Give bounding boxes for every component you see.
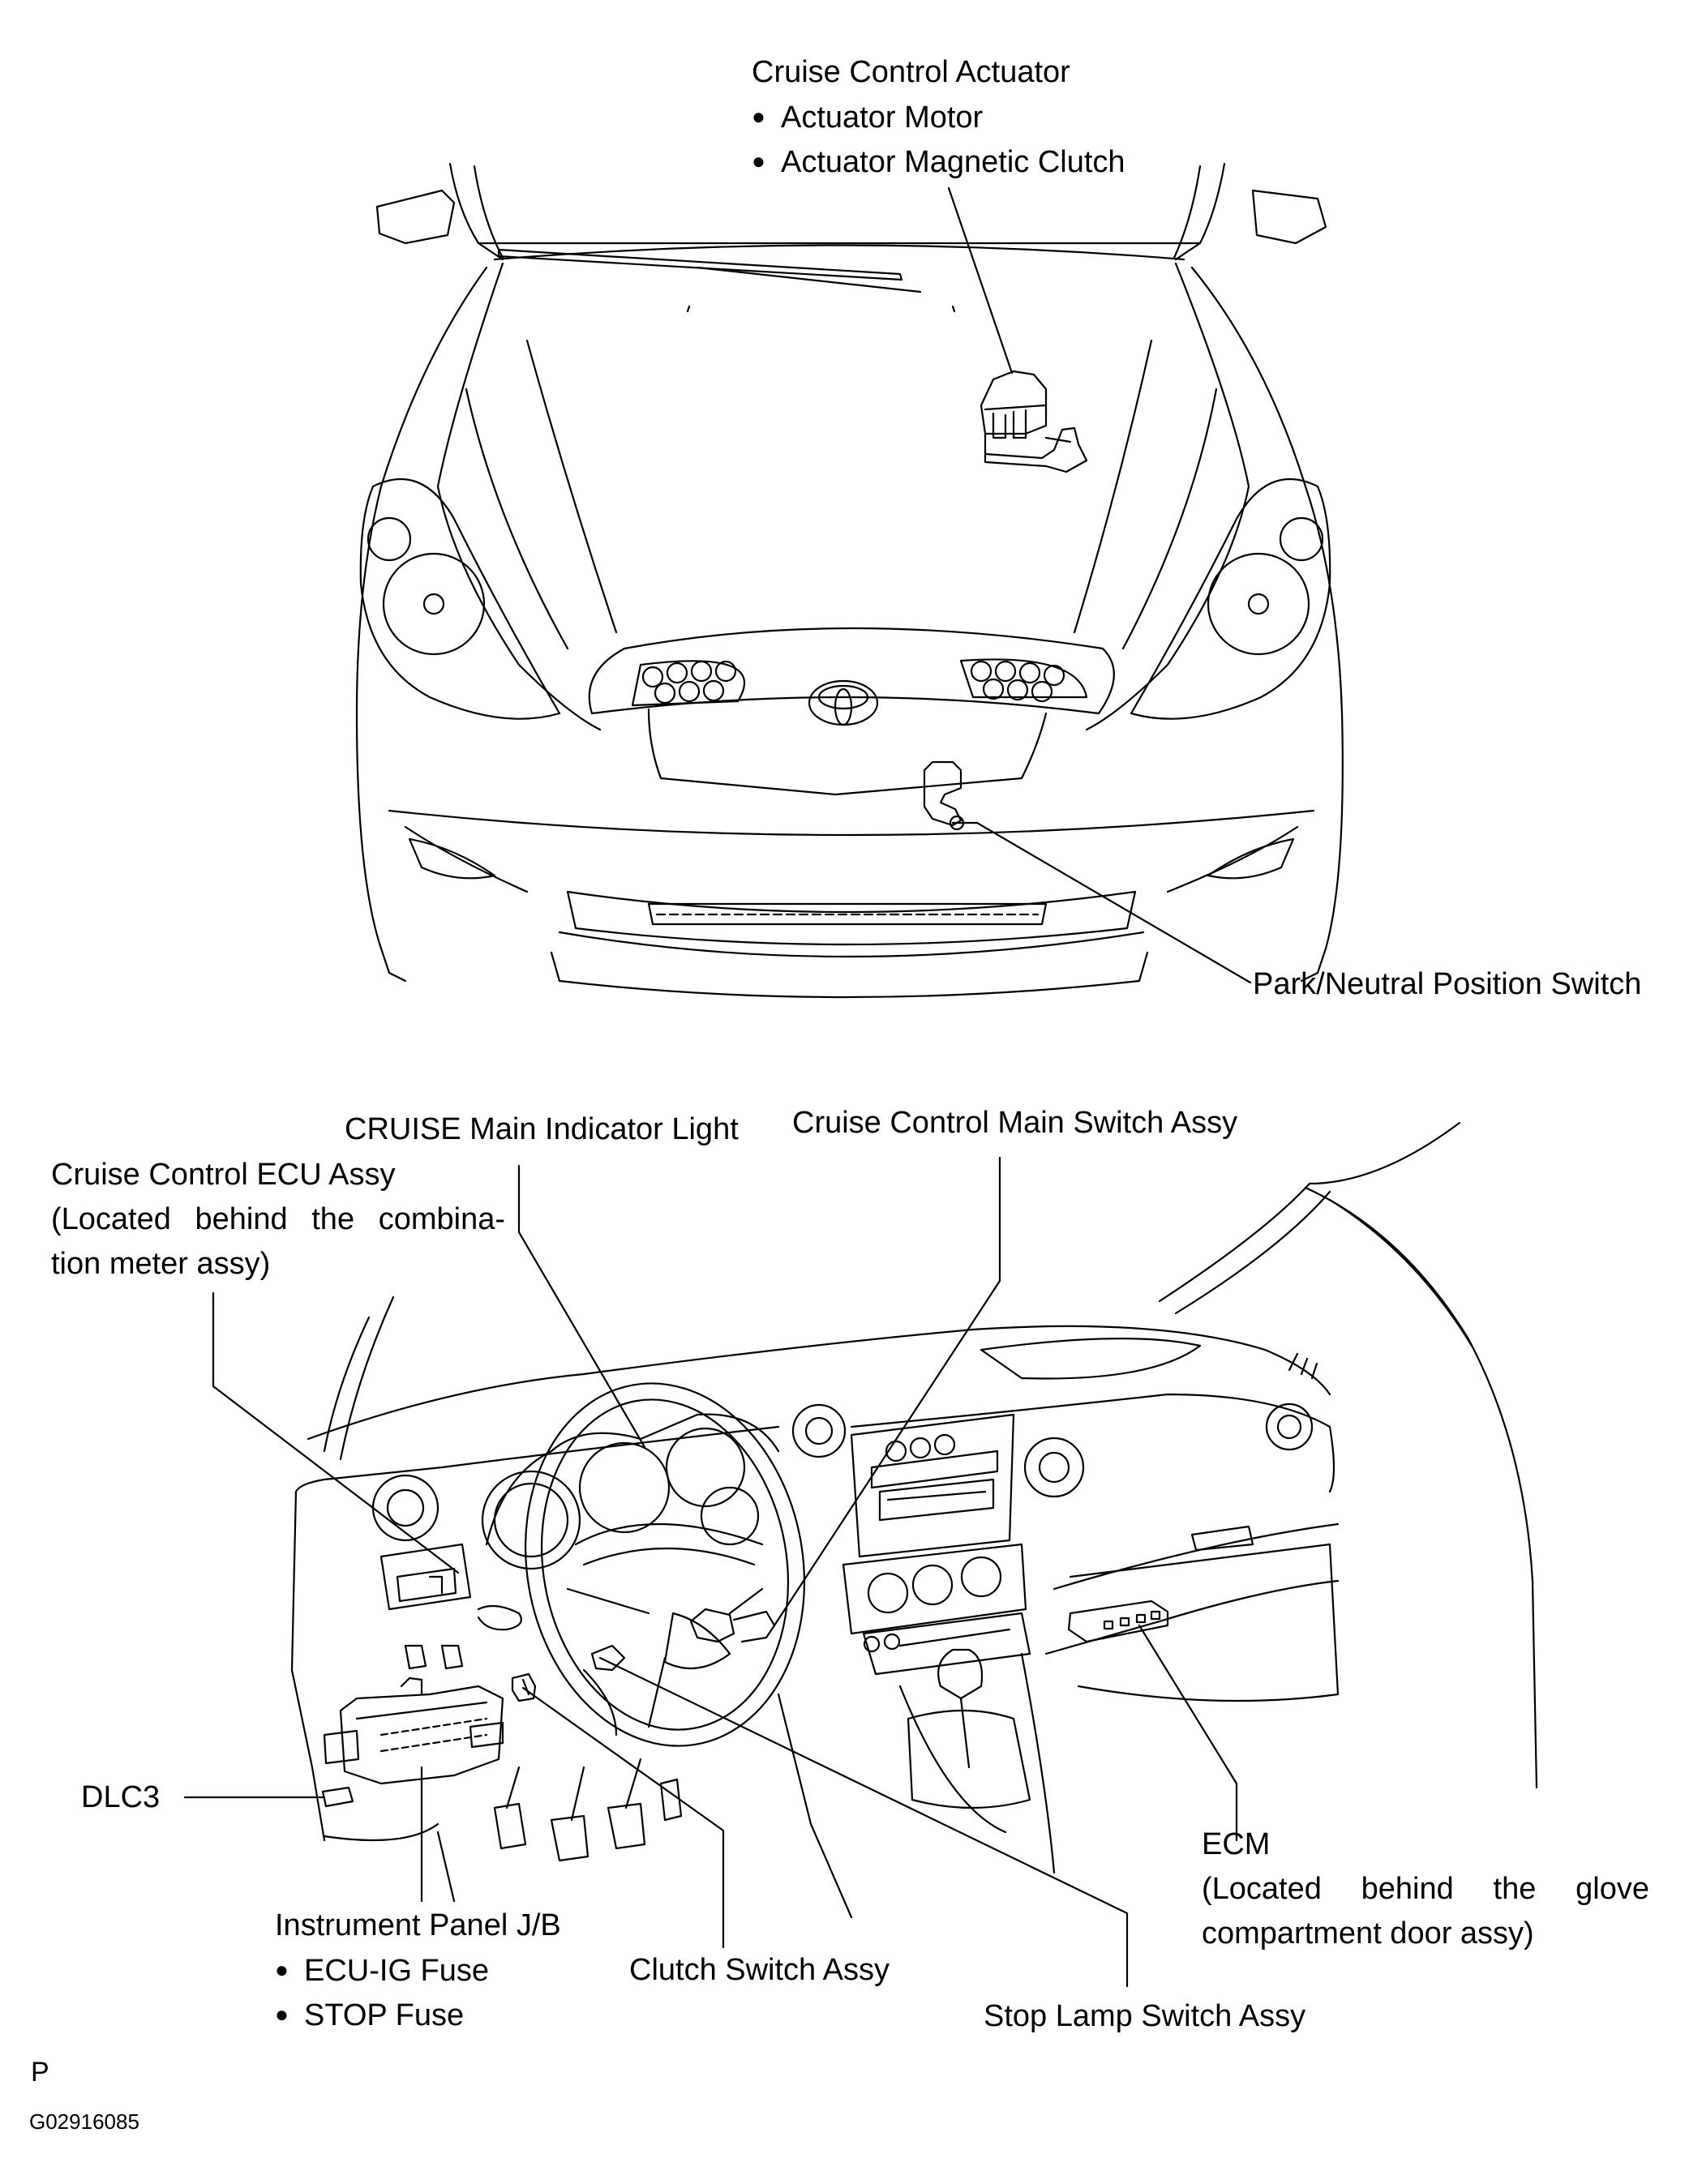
label-actuator-title: Cruise Control Actuator <box>752 55 1070 89</box>
center-stack <box>843 1415 1030 1674</box>
leader-clutch <box>523 1688 723 1947</box>
leader-pn-switch <box>977 823 1250 983</box>
steering-wheel <box>498 1361 833 1768</box>
label-ecm-note-2: compartment door assy) <box>1202 1916 1534 1951</box>
label-clutch-switch: Clutch Switch Assy <box>629 1953 890 1987</box>
label-jb-fuse-2: STOP Fuse <box>275 1993 464 2037</box>
combination-meter <box>482 1415 778 1569</box>
leader-stop-lamp <box>600 1658 1127 1986</box>
left-headlamp <box>361 479 559 719</box>
leader-jb-2 <box>438 1832 454 1901</box>
right-fog-lamp <box>1208 839 1293 878</box>
dlc3-part <box>323 1788 353 1806</box>
leader-cruise-indicator <box>519 1166 645 1447</box>
leader-actuator <box>949 188 1012 373</box>
label-main-switch: Cruise Control Main Switch Assy <box>792 1106 1238 1140</box>
leader-main-switch <box>774 1158 1000 1625</box>
label-ecu-title: Cruise Control ECU Assy <box>51 1158 396 1192</box>
label-ecm-title: ECM <box>1202 1827 1271 1861</box>
grille-mesh-left <box>643 662 735 703</box>
left-mirror <box>377 191 454 243</box>
main-switch-part <box>691 1609 774 1642</box>
label-ecu-note-2: tion meter assy) <box>51 1247 271 1281</box>
shift-lever <box>900 1650 1030 1832</box>
toyota-emblem <box>809 681 877 725</box>
cruise-actuator-part <box>981 371 1087 472</box>
ecm-part <box>1069 1601 1168 1642</box>
footer-figure-id: G02916085 <box>29 2109 139 2134</box>
label-dlc3: DLC3 <box>81 1780 161 1814</box>
left-fog-lamp <box>409 839 495 878</box>
right-mirror <box>1253 191 1326 243</box>
leader-ecu <box>213 1293 458 1573</box>
label-jb-title: Instrument Panel J/B <box>275 1908 561 1942</box>
label-jb-fuse-1: ECU-IG Fuse <box>275 1948 489 1993</box>
label-stop-lamp: Stop Lamp Switch Assy <box>984 1999 1306 2033</box>
stop-lamp-switch-part <box>592 1646 624 1670</box>
label-actuator-clutch: Actuator Magnetic Clutch <box>752 139 1125 184</box>
grille-mesh-right <box>971 662 1064 701</box>
label-ecu-note-1: (Located behind the combina- <box>51 1202 505 1236</box>
instrument-panel-view <box>292 1123 1537 1917</box>
instrument-panel-jb-part <box>324 1678 503 1784</box>
right-headlamp <box>1131 479 1330 719</box>
label-cruise-indicator: CRUISE Main Indicator Light <box>345 1112 739 1146</box>
pedals <box>495 1759 681 1861</box>
vehicle-front-view <box>357 164 1343 997</box>
label-pn-switch: Park/Neutral Position Switch <box>1253 967 1642 1001</box>
label-ecm-note-1: (Located behind the glove <box>1202 1872 1649 1906</box>
leader-ecm <box>1139 1625 1237 1840</box>
park-neutral-switch-part <box>924 762 977 829</box>
label-actuator-motor: Actuator Motor <box>752 95 983 139</box>
footer-code-letter: P <box>31 2057 49 2088</box>
lower-left-panel <box>381 1544 521 1668</box>
